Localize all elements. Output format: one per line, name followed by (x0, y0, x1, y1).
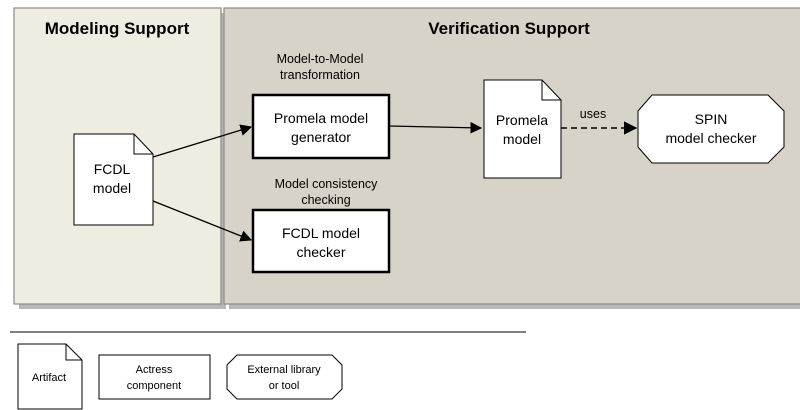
fcdl-checker-component: FCDL model checker (251, 208, 391, 274)
arrow-fcdl-to-checker (152, 200, 253, 242)
spin-external-tool: SPIN model checker (637, 94, 785, 164)
legend-artifact: Artifact (17, 343, 83, 410)
uses-label: uses (580, 107, 606, 121)
spin-label-line2: model checker (665, 130, 756, 146)
legend-component-label-line1: Actress (136, 364, 173, 376)
m2m-annotation-line2: transformation (280, 68, 360, 82)
modeling-support-title: Modeling Support (45, 19, 190, 38)
legend-component-label-line2: component (127, 380, 181, 392)
verification-support-title: Verification Support (428, 19, 590, 38)
promela-model-label-line2: model (503, 131, 541, 147)
arrow-fcdl-to-generator (152, 124, 253, 158)
legend-component: Actress component (98, 354, 211, 400)
consistency-annotation-line2: checking (301, 193, 350, 207)
consistency-annotation-line1: Model consistency (275, 177, 379, 191)
promela-model-label-line1: Promela (496, 112, 548, 128)
fcdl-checker-label-line1: FCDL model (282, 225, 360, 241)
m2m-annotation-line1: Model-to-Model (277, 52, 364, 66)
legend-external-label-line2: or tool (269, 380, 300, 392)
legend-external-label-line1: External library (247, 364, 321, 376)
arrow-generator-to-promela-model (388, 121, 483, 134)
promela-generator-label-line2: generator (291, 129, 351, 145)
legend-external: External library or tool (226, 354, 343, 400)
spin-label-line1: SPIN (695, 111, 728, 127)
fcdl-model-label-line1: FCDL (94, 161, 131, 177)
promela-generator-component: Promela model generator (251, 93, 391, 160)
promela-generator-label-line1: Promela model (274, 110, 368, 126)
fcdl-model-artifact: FCDL model (73, 133, 154, 226)
promela-model-artifact: Promela model (483, 79, 562, 179)
fcdl-checker-label-line2: checker (296, 244, 345, 260)
fcdl-model-label-line2: model (93, 180, 131, 196)
legend-artifact-label: Artifact (32, 372, 66, 384)
